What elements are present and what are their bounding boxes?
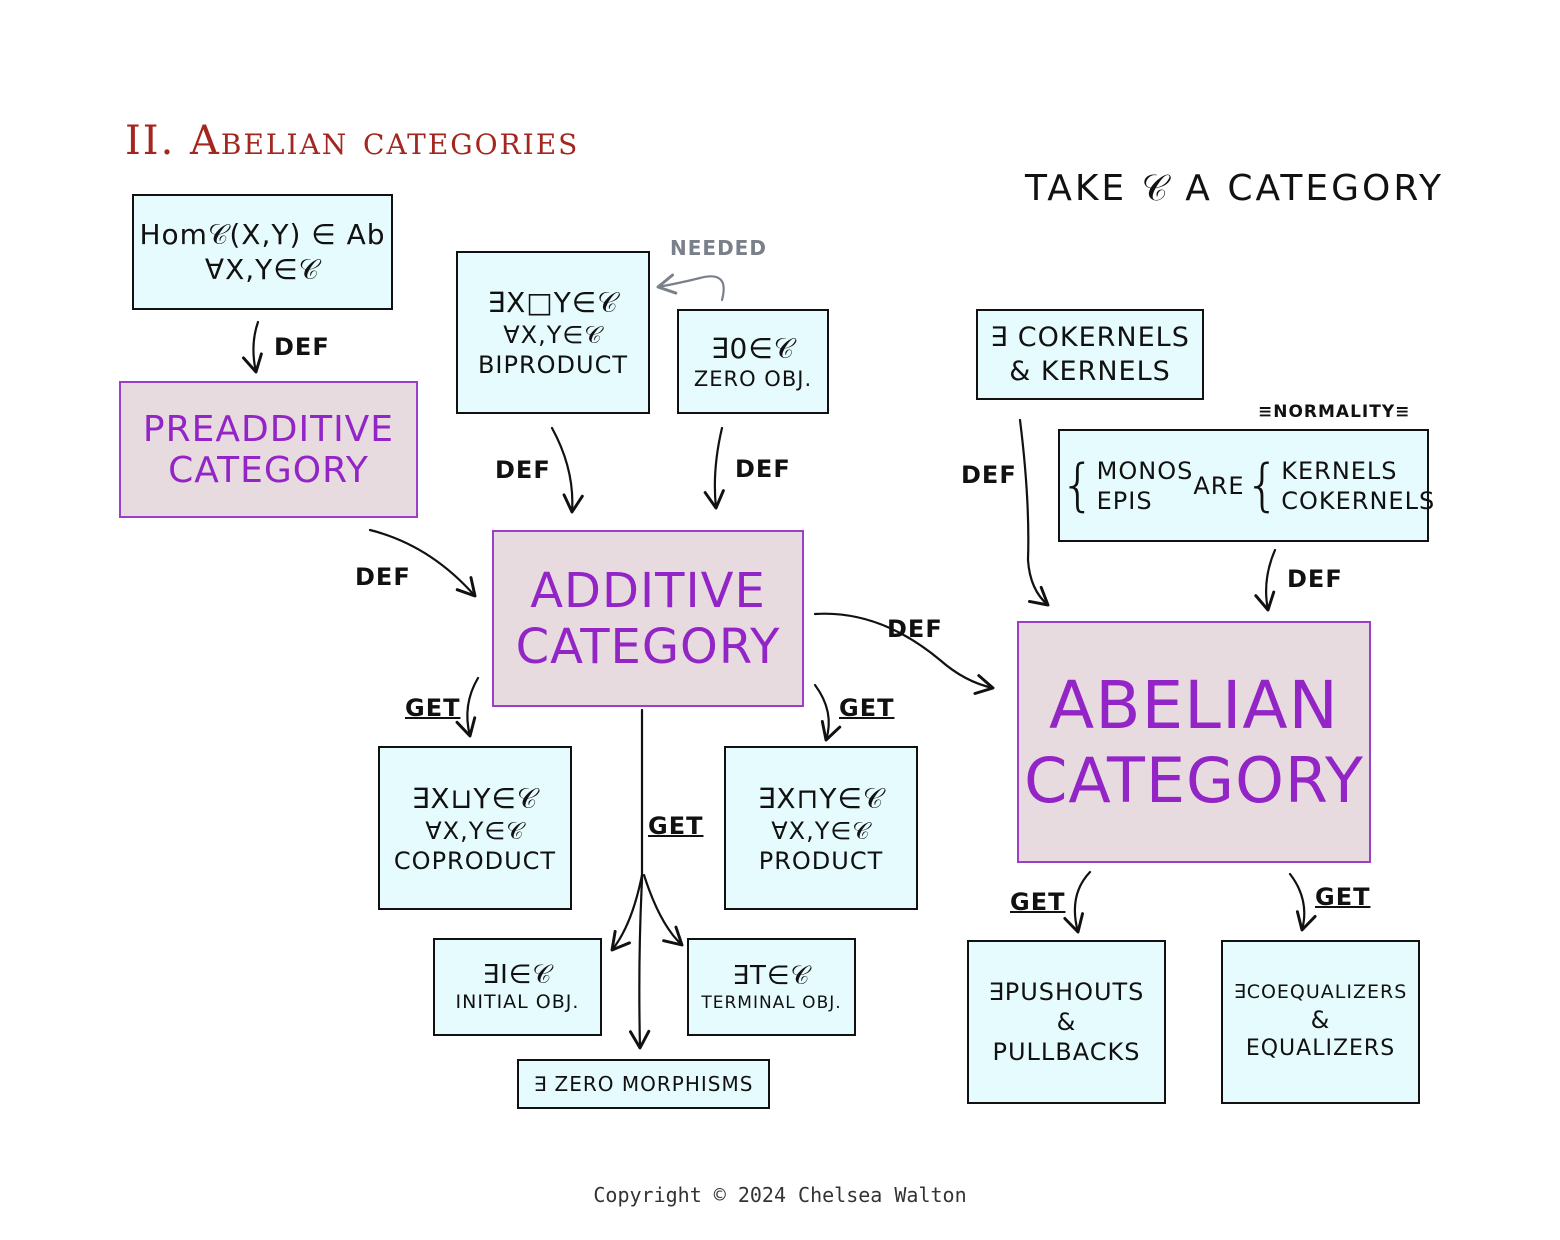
abelian-line2: CATEGORY bbox=[1024, 744, 1364, 817]
get-label-stem: GET bbox=[648, 812, 704, 840]
normality-cokernels: COKERNELS bbox=[1281, 486, 1436, 515]
normality-kernels: KERNELS bbox=[1281, 456, 1398, 485]
biproduct-line1: ∃X□Y∈𝒞 bbox=[487, 286, 619, 319]
cokernels-line1: ∃ COKERNELS bbox=[990, 321, 1190, 353]
pushouts-pullbacks-box: ∃PUSHOUTS & PULLBACKS bbox=[967, 940, 1166, 1104]
cokernels-line2: & KERNELS bbox=[1009, 355, 1171, 387]
arrow-biproduct-to-additive bbox=[550, 426, 584, 514]
get-label-coproduct: GET bbox=[405, 694, 461, 722]
def-label-normality: DEF bbox=[1287, 565, 1343, 593]
arrow-additive-to-zero-morphisms bbox=[628, 708, 651, 1050]
coproduct-line1: ∃X⊔Y∈𝒞 bbox=[411, 781, 539, 815]
arrow-cokernels-to-abelian bbox=[1018, 418, 1050, 607]
def-label-zero: DEF bbox=[735, 455, 791, 483]
def-label-hom: DEF bbox=[274, 333, 330, 361]
coequalizers-line3: EQUALIZERS bbox=[1245, 1036, 1396, 1062]
product-line2: ∀X,Y∈𝒞 bbox=[771, 816, 871, 845]
arrow-abelian-to-coequalizers bbox=[1288, 872, 1317, 932]
terminal-line2: TERMINAL OBJ. bbox=[701, 992, 842, 1013]
take-category-note: TAKE 𝒞 A CATEGORY bbox=[1025, 168, 1445, 209]
preadditive-category-box: PREADDITIVE CATEGORY bbox=[119, 381, 418, 518]
def-label-cokernels: DEF bbox=[961, 461, 1017, 489]
additive-category-box: ADDITIVE CATEGORY bbox=[492, 530, 804, 707]
arrow-additive-to-coproduct bbox=[455, 676, 480, 738]
def-label-preadditive: DEF bbox=[355, 563, 411, 591]
preadditive-line2: CATEGORY bbox=[168, 449, 369, 491]
coproduct-line3: COPRODUCT bbox=[393, 846, 557, 875]
hom-line2: ∀X,Y∈𝒞 bbox=[204, 253, 321, 286]
biproduct-line3: BIPRODUCT bbox=[477, 351, 629, 379]
left-brace-icon: { bbox=[1060, 452, 1097, 518]
product-line1: ∃X⊓Y∈𝒞 bbox=[757, 781, 885, 815]
coequalizers-equalizers-box: ∃COEQUALIZERS & EQUALIZERS bbox=[1221, 940, 1420, 1104]
coproduct-box: ∃X⊔Y∈𝒞 ∀X,Y∈𝒞 COPRODUCT bbox=[378, 746, 572, 910]
arrow-additive-to-terminal bbox=[642, 873, 684, 947]
hom-line1: Hom𝒞(X,Y) ∈ Ab bbox=[139, 218, 386, 251]
arrow-abelian-to-pushouts bbox=[1063, 870, 1092, 934]
def-label-biproduct: DEF bbox=[495, 456, 551, 484]
initial-line2: INITIAL OBJ. bbox=[455, 991, 580, 1014]
get-label-product: GET bbox=[839, 694, 895, 722]
pushouts-line1: ∃PUSHOUTS bbox=[988, 978, 1145, 1006]
normality-box: { MONOS EPIS ARE { KERNELS COKERNELS bbox=[1058, 429, 1434, 542]
abelian-category-box: ABELIAN CATEGORY bbox=[1017, 621, 1371, 863]
normality-are: ARE bbox=[1193, 471, 1245, 500]
coequalizers-line1: ∃COEQUALIZERS bbox=[1233, 981, 1408, 1004]
product-line3: PRODUCT bbox=[758, 846, 884, 875]
additive-line1: ADDITIVE bbox=[530, 562, 766, 619]
get-label-pushouts: GET bbox=[1010, 888, 1066, 916]
needed-label: NEEDED bbox=[670, 236, 767, 260]
zero-object-box: ∃0∈𝒞 ZERO OBJ. bbox=[677, 309, 829, 414]
arrow-additive-to-product bbox=[813, 683, 842, 742]
arrow-zero-to-additive bbox=[703, 426, 725, 510]
arrow-hom-to-preadditive bbox=[242, 320, 263, 374]
arrow-needed bbox=[656, 273, 725, 302]
additive-line2: CATEGORY bbox=[515, 618, 781, 675]
zero-morphisms-line1: ∃ ZERO MORPHISMS bbox=[533, 1071, 754, 1096]
product-box: ∃X⊓Y∈𝒞 ∀X,Y∈𝒞 PRODUCT bbox=[724, 746, 918, 910]
normality-monos: MONOS bbox=[1096, 456, 1194, 485]
hom-abelian-group-box: Hom𝒞(X,Y) ∈ Ab ∀X,Y∈𝒞 bbox=[132, 194, 393, 310]
page-title: II. Abelian categories bbox=[125, 118, 580, 164]
pushouts-line2: & bbox=[1056, 1008, 1077, 1036]
coproduct-line2: ∀X,Y∈𝒞 bbox=[425, 816, 525, 845]
def-label-additive: DEF bbox=[887, 615, 943, 643]
initial-line1: ∃I∈𝒞 bbox=[482, 959, 553, 990]
coequalizers-line2: & bbox=[1310, 1006, 1331, 1035]
left-brace-icon: { bbox=[1244, 452, 1282, 518]
zero-morphisms-box: ∃ ZERO MORPHISMS bbox=[517, 1059, 770, 1109]
preadditive-line1: PREADDITIVE bbox=[142, 408, 395, 450]
pushouts-line3: PULLBACKS bbox=[992, 1038, 1141, 1066]
arrow-additive-to-initial bbox=[610, 873, 644, 952]
normality-left: { MONOS EPIS bbox=[1060, 451, 1193, 521]
arrow-normality-to-abelian bbox=[1254, 548, 1277, 612]
get-label-coequalizers: GET bbox=[1315, 883, 1371, 911]
biproduct-box: ∃X□Y∈𝒞 ∀X,Y∈𝒞 BIPRODUCT bbox=[456, 251, 650, 414]
normality-label: ≡NORMALITY≡ bbox=[1258, 402, 1411, 422]
copyright: Copyright © 2024 Chelsea Walton bbox=[593, 1183, 967, 1207]
zero-object-line2: ZERO OBJ. bbox=[693, 366, 813, 391]
zero-object-line1: ∃0∈𝒞 bbox=[710, 331, 796, 365]
cokernels-kernels-box: ∃ COKERNELS & KERNELS bbox=[976, 309, 1204, 400]
biproduct-line2: ∀X,Y∈𝒞 bbox=[503, 321, 603, 349]
terminal-line1: ∃T∈𝒞 bbox=[732, 961, 811, 992]
terminal-object-box: ∃T∈𝒞 TERMINAL OBJ. bbox=[687, 938, 856, 1036]
normality-right: { KERNELS COKERNELS bbox=[1245, 451, 1436, 521]
initial-object-box: ∃I∈𝒞 INITIAL OBJ. bbox=[433, 938, 602, 1036]
normality-epis: EPIS bbox=[1096, 486, 1153, 515]
abelian-line1: ABELIAN bbox=[1049, 667, 1339, 744]
